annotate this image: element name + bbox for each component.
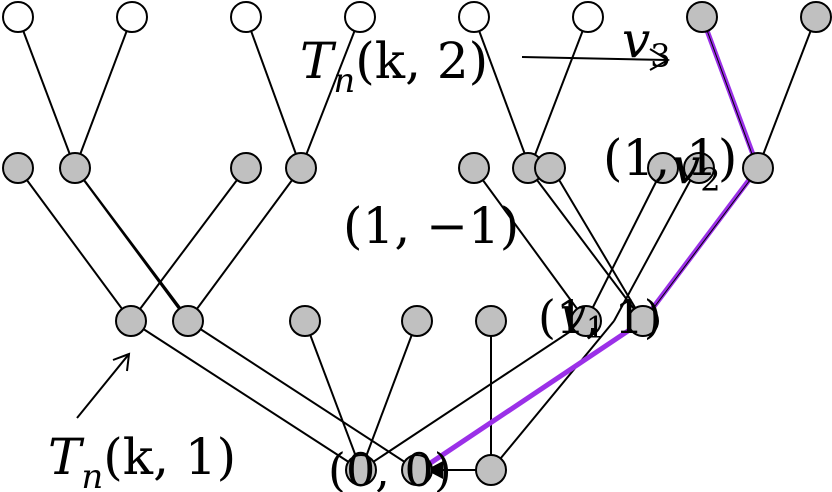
path-core	[703, 21, 757, 166]
edge	[490, 320, 615, 471]
annotation-arrows	[76, 48, 670, 419]
edge	[187, 320, 418, 471]
tree-node	[345, 454, 377, 486]
leaf-node	[230, 1, 262, 33]
edge	[613, 167, 698, 322]
path-core	[645, 171, 757, 319]
arrow-tn-k2-head	[649, 48, 670, 71]
tree-node	[285, 152, 317, 184]
arrow-tn-k1-line	[76, 353, 130, 419]
tree-node	[570, 305, 602, 337]
label-pair-1m1: (1, −1)	[343, 197, 519, 255]
edge	[130, 167, 247, 322]
label-pair-11b: (1, 1)	[538, 290, 662, 344]
label-v3: v3	[622, 11, 671, 75]
label-tn-k2: Tn(k, 2)	[300, 32, 488, 101]
leaf-node	[458, 1, 490, 33]
arrow-tn-k1-head	[112, 352, 131, 372]
edge	[529, 16, 589, 169]
tree-node	[230, 152, 262, 184]
edge	[130, 320, 362, 471]
tree-node	[683, 152, 715, 184]
leaf-node	[344, 1, 376, 33]
edge	[360, 320, 587, 471]
root-node	[401, 454, 433, 486]
leaf-node	[2, 1, 34, 33]
tree-node	[647, 152, 679, 184]
label-pair-00: (0, 0)	[328, 443, 452, 492]
node-v3	[686, 1, 718, 33]
tree-node	[59, 152, 91, 184]
labels: Tn(k, 2) v3 (1, 1) v2 (1, −1) (1, 1) v1 …	[48, 11, 737, 492]
tree-node	[458, 152, 490, 184]
edge	[187, 167, 302, 322]
leaf-node	[116, 1, 148, 33]
tree-node	[115, 305, 147, 337]
node-v2	[742, 152, 774, 184]
tree-node	[401, 305, 433, 337]
edge	[17, 16, 76, 169]
tree-node	[289, 305, 321, 337]
tree-node	[2, 152, 34, 184]
label-v2: v2	[672, 137, 721, 199]
edge	[473, 16, 531, 169]
label-pair-11: (1, 1)	[603, 129, 737, 187]
edge	[17, 167, 132, 322]
edge	[527, 167, 644, 322]
edge	[360, 320, 418, 471]
leaf-node	[572, 1, 604, 33]
label-v1: v1	[560, 287, 605, 346]
tree-node	[172, 305, 204, 337]
edge	[74, 16, 133, 169]
edge	[585, 167, 664, 322]
path-segment	[640, 165, 761, 324]
tree-node	[475, 454, 507, 486]
tree-node	[534, 152, 566, 184]
tree-node	[475, 305, 507, 337]
leaf-node	[800, 1, 832, 33]
edge	[473, 167, 587, 322]
edge	[74, 167, 191, 322]
edge	[757, 16, 817, 169]
edge	[245, 16, 302, 169]
tree-edges	[17, 16, 817, 471]
arrowhead-icon	[426, 461, 443, 479]
edge	[300, 16, 361, 169]
label-tn-k1: Tn(k, 1)	[48, 428, 236, 492]
node-v1	[627, 305, 659, 337]
arrow-tn-k2-line	[521, 56, 669, 61]
highlighted-path-core	[645, 21, 757, 319]
path-segment	[417, 318, 646, 473]
edge	[304, 320, 362, 471]
